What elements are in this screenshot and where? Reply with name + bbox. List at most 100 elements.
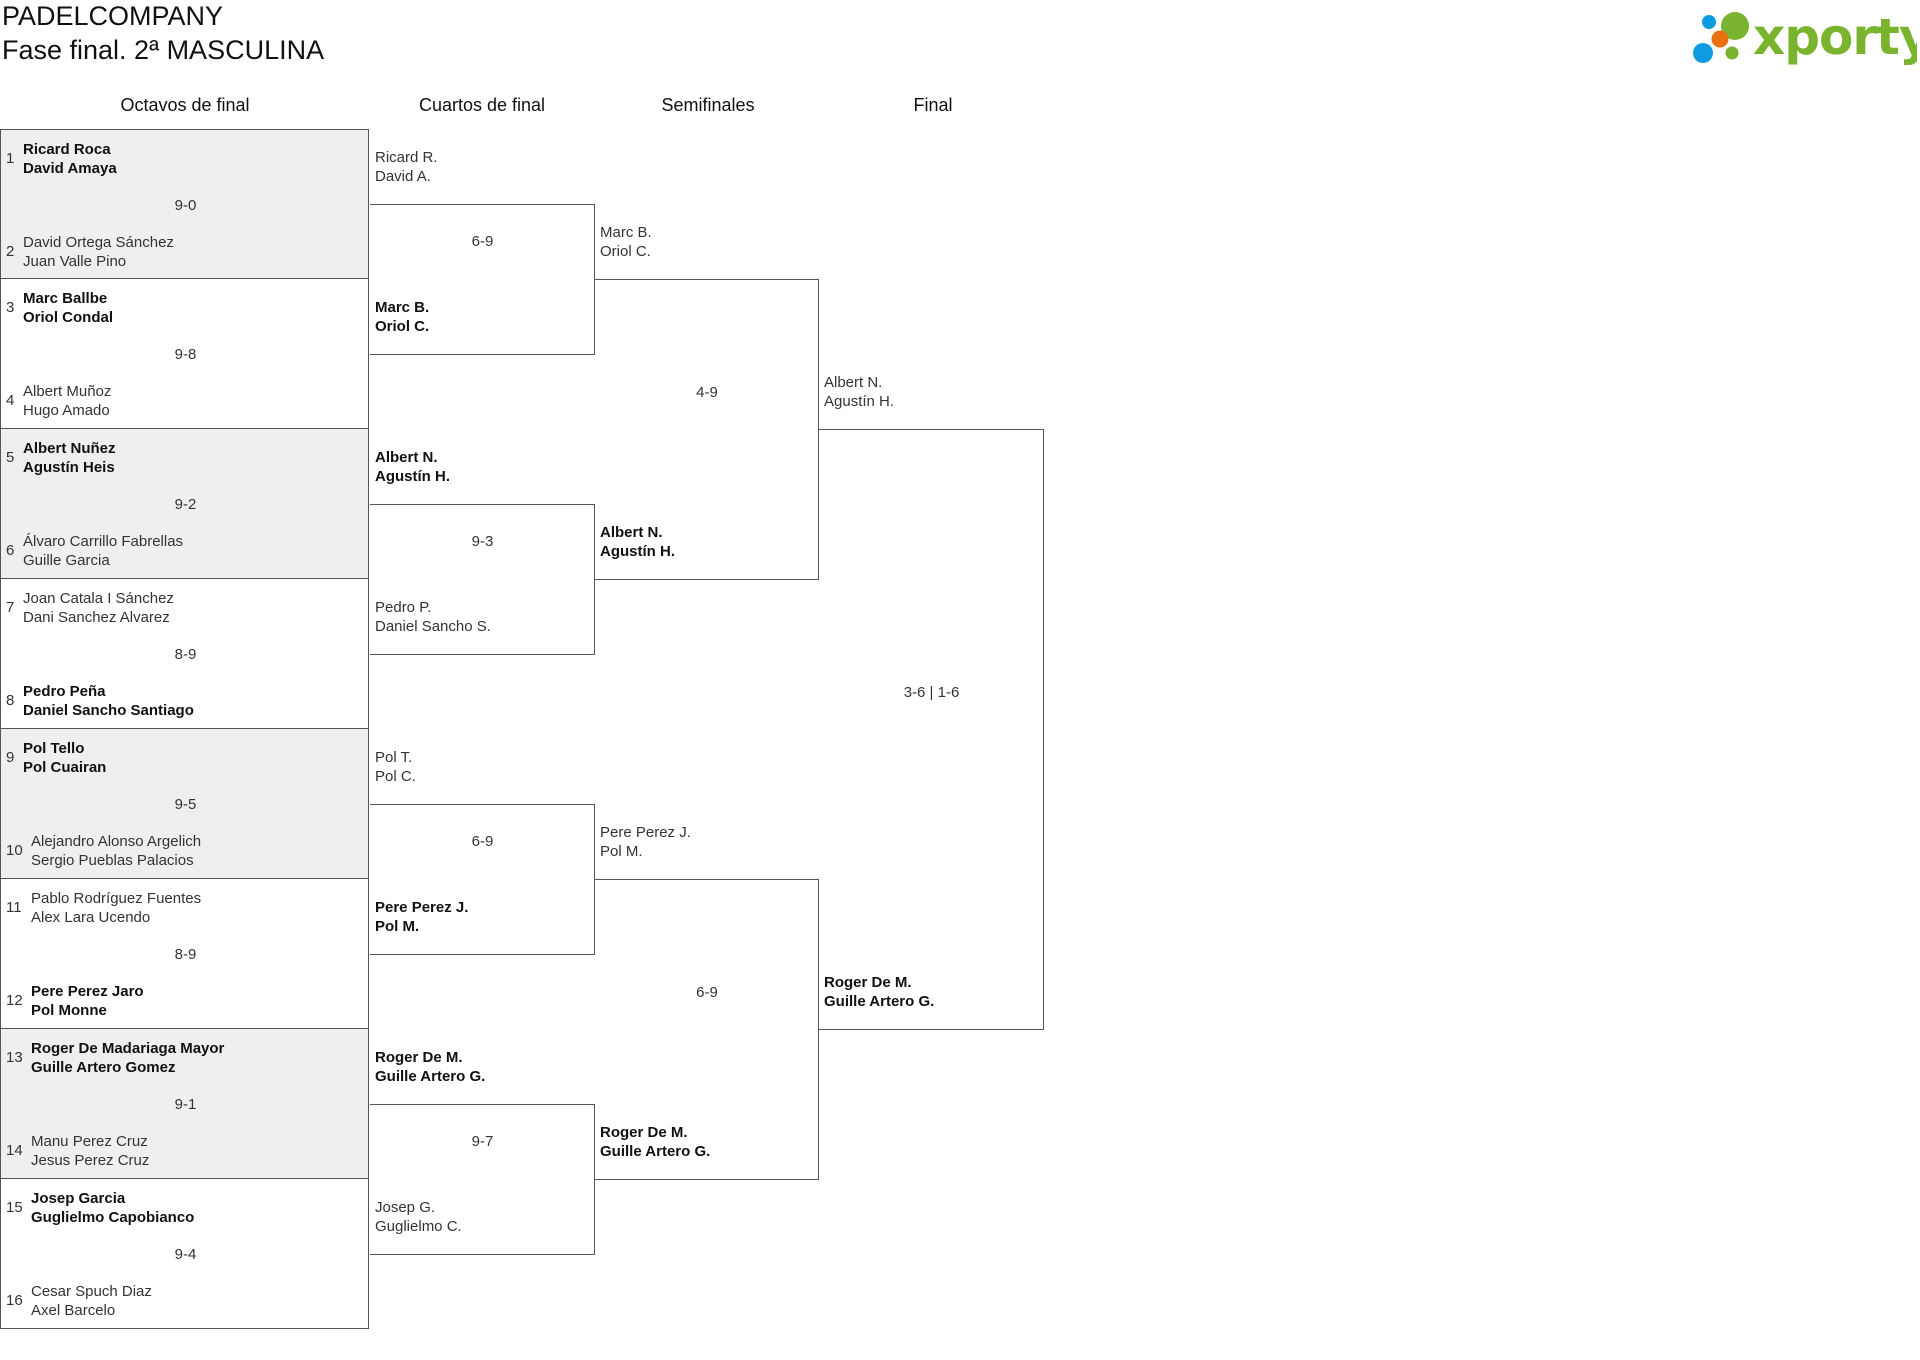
player-name: Oriol Condal [23, 309, 113, 326]
match-score: 6-9 [696, 984, 718, 1001]
player-name: Axel Barcelo [31, 1302, 116, 1319]
player-name: Albert N. [824, 374, 883, 391]
match-score: 4-9 [696, 384, 718, 401]
player-name: Jesus Perez Cruz [31, 1152, 150, 1169]
player-name: Roger De M. [600, 1124, 688, 1141]
team: Albert N. Agustín H. [824, 373, 894, 411]
player-name: Albert N. [600, 524, 663, 541]
player-name: Marc Ballbe [23, 290, 108, 307]
player-name: Guille Artero G. [600, 1143, 711, 1160]
page-title: Fase final. 2ª MASCULINA [2, 35, 325, 65]
player-name: Guille Artero Gomez [31, 1059, 176, 1076]
match-score: 6-9 [471, 233, 494, 250]
team: Pol T. Pol C. [375, 748, 416, 786]
player-name: Agustín H. [600, 543, 675, 560]
match-box-sf [595, 879, 819, 1180]
seed-number: 12 [6, 992, 23, 1009]
seed-number: 10 [6, 842, 23, 859]
team: Pere Perez J. Pol M. [375, 898, 468, 936]
round-header-r16: Octavos de final [120, 95, 250, 115]
xporty-logo: xporty [1693, 8, 1917, 66]
player-name: Joan Catala I Sánchez [23, 590, 174, 607]
player-name: Pol M. [375, 918, 420, 935]
player-name: Guglielmo C. [375, 1218, 462, 1235]
player-name: Albert Muñoz [23, 383, 112, 400]
team: Roger De M.Guille Artero G. [375, 1048, 485, 1086]
player-name: Álvaro Carrillo Fabrellas [23, 533, 184, 550]
seed-number: 7 [6, 599, 15, 616]
player-name: David Ortega Sánchez [23, 234, 174, 251]
player-name: Pol T. [375, 749, 413, 766]
player-name: Agustín Heis [23, 459, 115, 476]
match-score: 9-0 [174, 197, 197, 214]
player-name: Pol Tello [23, 740, 85, 757]
player-name: Guille Artero G. [375, 1068, 486, 1085]
seed-number: 14 [6, 1142, 23, 1159]
round-header-final: Final [913, 95, 953, 115]
player-name: Guglielmo Capobianco [31, 1209, 195, 1226]
player-name: Daniel Sancho Santiago [23, 702, 194, 719]
team: Josep G. Guglielmo C. [375, 1198, 462, 1236]
player-name: Pedro P. [375, 599, 432, 616]
seed-number: 9 [6, 749, 15, 766]
match-score: 6-9 [471, 833, 494, 850]
player-name: Pere Perez Jaro [31, 983, 144, 1000]
seed-number: 15 [6, 1199, 23, 1216]
player-name: Manu Perez Cruz [31, 1133, 148, 1150]
team: Albert N. Agustín H. [600, 523, 675, 561]
match-score: 9-2 [174, 496, 197, 513]
player-name: Alejandro Alonso Argelich [31, 833, 202, 850]
seed-number: 1 [6, 150, 15, 167]
match-score: 9-7 [471, 1133, 494, 1150]
seed-number: 6 [6, 542, 15, 559]
player-name: Pol C. [375, 768, 416, 785]
team: Roger De M. Guille Artero G. [600, 1123, 710, 1161]
player-name: Ricard R. [375, 149, 438, 166]
match-score: 9-3 [471, 533, 494, 550]
player-name: Pere Perez J. [375, 899, 469, 916]
player-name: Albert N. [375, 449, 438, 466]
seed-number: 11 [6, 899, 22, 916]
player-name: Josep G. [375, 1199, 436, 1216]
match-box-qf [370, 1104, 595, 1255]
player-name: Guille Artero G. [824, 993, 935, 1010]
team: Roger De M.Guille Artero G. [824, 973, 934, 1011]
player-name: Dani Sanchez Alvarez [23, 609, 170, 626]
player-name: David Amaya [23, 160, 117, 177]
seed-number: 16 [6, 1292, 23, 1309]
player-name: Pol M. [600, 843, 643, 860]
player-name: Guille Garcia [23, 552, 110, 569]
match-box-sf [595, 279, 819, 580]
player-name: Albert Nuñez [23, 440, 116, 457]
player-name: Agustín H. [824, 393, 895, 410]
seed-number: 5 [6, 449, 15, 466]
seed-number: 3 [6, 299, 15, 316]
match-score: 9-8 [174, 346, 197, 363]
player-name: Alex Lara Ucendo [31, 909, 151, 926]
seed-number: 8 [6, 692, 15, 709]
match-score: 9-1 [174, 1096, 197, 1113]
match-score: 8-9 [174, 946, 197, 963]
organization-name: PADELCOMPANY [2, 1, 224, 31]
seed-number: 4 [6, 392, 15, 409]
seed-number: 13 [6, 1049, 23, 1066]
